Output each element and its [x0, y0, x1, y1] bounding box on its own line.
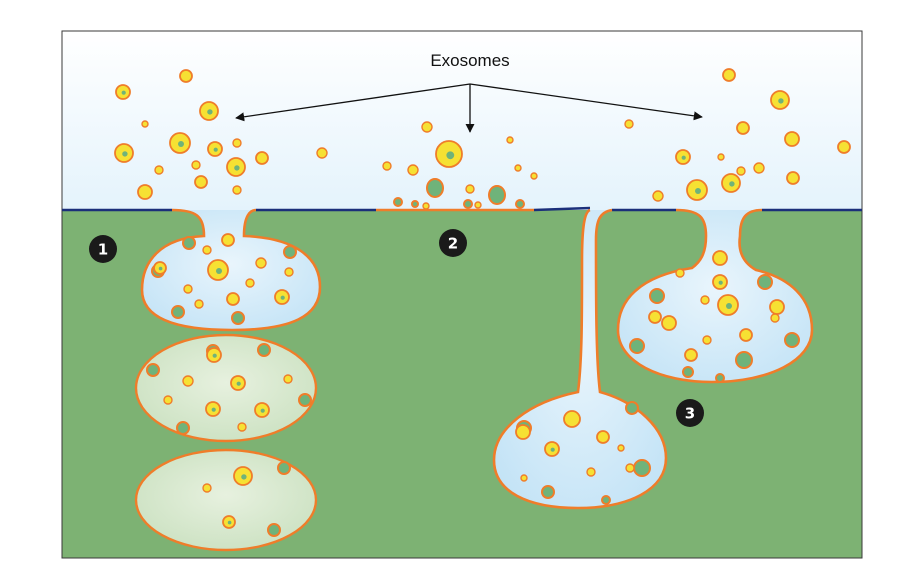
label-arrows: [235, 83, 703, 133]
exosome: [137, 184, 153, 200]
exosome-core: [207, 109, 213, 115]
exosome: [753, 162, 765, 174]
exosome: [154, 165, 164, 175]
exosome: [245, 278, 255, 288]
exosome: [563, 410, 581, 428]
exosome: [786, 171, 800, 185]
exosome-core: [227, 520, 232, 525]
exosome: [617, 444, 625, 452]
exosome-core: [729, 181, 735, 187]
exosome-core: [216, 268, 222, 274]
exosome: [530, 172, 538, 180]
exosome: [407, 164, 419, 176]
exosome-core: [718, 280, 723, 285]
exosome-core: [446, 151, 455, 160]
exosome-core: [178, 141, 184, 147]
exosome-core: [726, 303, 732, 309]
step-badge-3-label: 3: [685, 405, 695, 423]
exosome: [141, 120, 149, 128]
exosome: [194, 299, 204, 309]
exosome: [661, 315, 677, 331]
exosome: [255, 257, 267, 269]
late-endosome-1: [134, 333, 318, 443]
exosome: [194, 175, 208, 189]
exosome: [382, 161, 392, 171]
exosome-core: [122, 151, 128, 157]
exosome: [474, 201, 482, 209]
exosome-core: [213, 147, 218, 152]
exosome: [736, 166, 746, 176]
exosome: [221, 233, 235, 247]
exosome: [586, 467, 596, 477]
exosomes-label: Exosomes: [430, 51, 509, 70]
step-badge-2: 2: [439, 229, 467, 257]
exosome-core: [236, 381, 241, 386]
exosome: [624, 119, 634, 129]
exosome: [421, 121, 433, 133]
exosome: [514, 164, 522, 172]
exosome: [712, 250, 728, 266]
exosome: [675, 268, 685, 278]
mvb-3-upper: [616, 208, 814, 384]
exosome: [179, 69, 193, 83]
exosome: [422, 202, 430, 210]
diagram-frame: [61, 30, 863, 559]
exosome-core: [550, 447, 555, 452]
plasma-membrane: [62, 206, 862, 212]
step-badge-1-label: 1: [98, 241, 108, 259]
exosome: [648, 310, 662, 324]
exosome: [237, 422, 247, 432]
step-badge-1: 1: [89, 235, 117, 263]
exosome-core: [778, 98, 784, 104]
exosome-core: [241, 474, 247, 480]
exosome: [625, 463, 635, 473]
exosome: [202, 483, 212, 493]
exosome: [232, 138, 242, 148]
exosome: [202, 245, 212, 255]
exosome: [226, 292, 240, 306]
exosome: [739, 328, 753, 342]
exosome: [684, 348, 698, 362]
exosome: [316, 147, 328, 159]
exosome-vesicles: [114, 68, 851, 529]
exosome: [183, 284, 193, 294]
exosome-core: [260, 408, 265, 413]
exosome: [770, 313, 780, 323]
exosome-core: [681, 155, 686, 160]
exosome: [652, 190, 664, 202]
exosome: [283, 374, 293, 384]
exosome: [700, 295, 710, 305]
step-badge-3: 3: [676, 399, 704, 427]
exosome: [255, 151, 269, 165]
exosome: [465, 184, 475, 194]
exosome-core: [695, 188, 701, 194]
exosome: [284, 267, 294, 277]
step-badge-2-label: 2: [448, 235, 458, 253]
exosome-core: [280, 295, 285, 300]
exosome: [769, 299, 785, 315]
exosome: [506, 136, 514, 144]
exosome-core: [121, 90, 126, 95]
exosome: [722, 68, 736, 82]
exosome: [837, 140, 851, 154]
exosome: [182, 375, 194, 387]
exosome-core: [212, 353, 217, 358]
exosome-core: [158, 266, 163, 271]
exosome: [520, 474, 528, 482]
exosome: [515, 424, 531, 440]
exosome: [736, 121, 750, 135]
exosome: [784, 131, 800, 147]
exosome: [596, 430, 610, 444]
exosome: [232, 185, 242, 195]
exosome: [191, 160, 201, 170]
exosome-core: [234, 165, 240, 171]
exosome-core: [211, 407, 216, 412]
exosome: [163, 395, 173, 405]
mvb-3-lower-tubular: [492, 208, 668, 510]
exosome: [717, 153, 725, 161]
exosome: [702, 335, 712, 345]
